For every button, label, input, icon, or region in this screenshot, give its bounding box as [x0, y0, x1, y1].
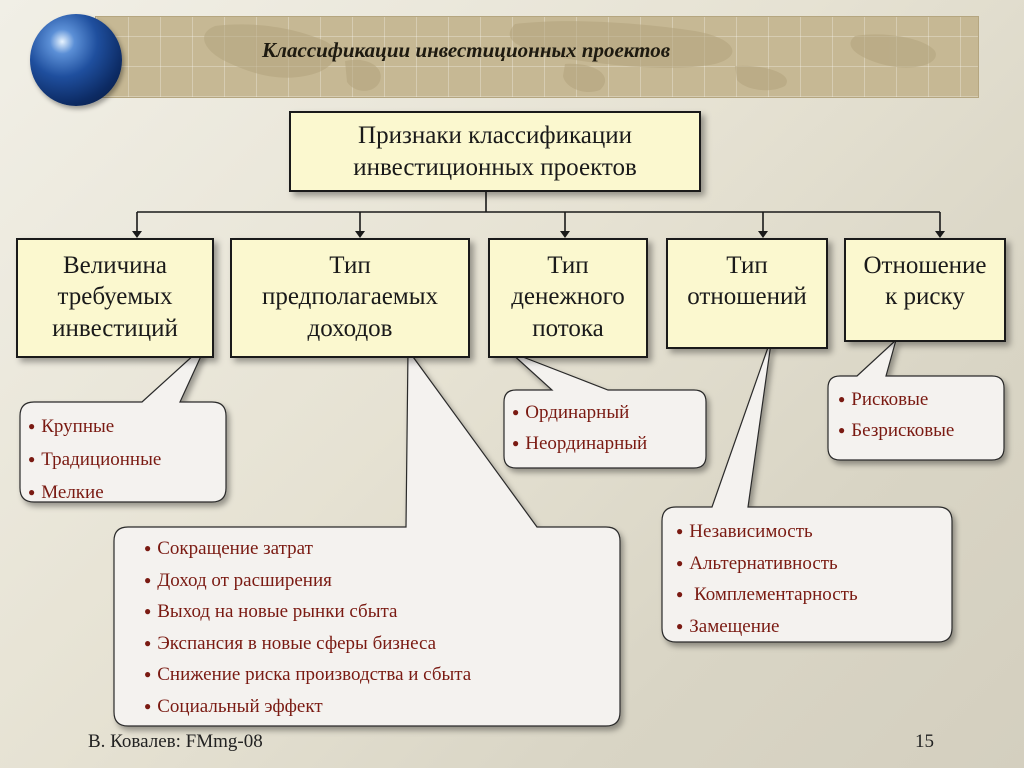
list-relationship-type: ●Независимость ●Альтернативность ● Компл… — [676, 517, 858, 643]
bullet-dot-icon: ● — [676, 524, 684, 538]
bullet-dot-icon: ● — [676, 587, 684, 601]
list-item: ●Неординарный — [512, 433, 648, 454]
bullet-dot-icon: ● — [144, 635, 152, 650]
list-risk: ●Рисковые ●Безрисковые — [838, 385, 954, 447]
page-number: 15 — [915, 731, 934, 752]
list-item: ● Комплементарность — [676, 584, 858, 605]
category-line: отношений — [687, 283, 807, 311]
list-investment-size: ●Крупные ●Традиционные ●Мелкие — [28, 411, 161, 510]
root-line-2: инвестиционных проектов — [353, 153, 637, 181]
list-item: ●Независимость — [676, 521, 813, 542]
list-item: ●Альтернативность — [676, 552, 838, 574]
root-node: Признаки классификации инвестиционных пр… — [289, 111, 701, 192]
category-line: к риску — [885, 283, 965, 311]
list-cash-flow: ●Ординарный ●Неординарный — [512, 398, 647, 460]
category-line: требуемых — [57, 283, 173, 311]
list-item: ●Выход на новые рынки сбыта — [144, 601, 398, 622]
category-line: Тип — [726, 252, 768, 279]
list-item: ●Сокращение затрат — [144, 538, 313, 559]
bullet-dot-icon: ● — [144, 572, 152, 587]
callout-risk — [827, 338, 1005, 461]
callout-cash-flow — [503, 351, 707, 469]
slide-title: Классификации инвестиционных проектов — [262, 38, 671, 62]
list-item: ●Экспансия в новые сферы бизнеса — [144, 632, 437, 654]
bullet-dot-icon: ● — [28, 419, 36, 433]
bullet-dot-icon: ● — [28, 485, 36, 499]
category-line: Тип — [329, 252, 371, 279]
bullet-dot-icon: ● — [28, 452, 36, 466]
list-item: ●Социальный эффект — [144, 695, 323, 717]
bullet-dot-icon: ● — [676, 618, 684, 633]
list-income-type: ●Сокращение затрат ●Доход от расширения … — [144, 534, 471, 723]
category-cash-flow: Тип денежного потока — [488, 238, 648, 358]
category-line: инвестиций — [52, 314, 178, 342]
bullet-dot-icon: ● — [144, 604, 152, 618]
list-item: ●Доход от расширения — [144, 569, 332, 591]
globe-icon — [30, 14, 122, 106]
bullet-dot-icon: ● — [512, 405, 520, 419]
list-item: ●Мелкие — [28, 482, 104, 503]
bullet-dot-icon: ● — [838, 423, 846, 437]
world-map-decoration — [204, 21, 936, 93]
list-item: ●Безрисковые — [838, 420, 955, 441]
bullet-dot-icon: ● — [144, 541, 152, 555]
category-income-type: Тип предполагаемых доходов — [230, 238, 470, 358]
list-item: ●Крупные — [28, 416, 115, 437]
category-investment-size: Величина требуемых инвестиций — [16, 238, 214, 358]
callout-relationship-type — [661, 335, 953, 643]
list-item: ●Замещение — [676, 615, 780, 637]
category-line: доходов — [307, 314, 393, 342]
footer-author: В. Ковалев: FMmg-08 — [88, 731, 263, 752]
category-line: денежного — [511, 283, 625, 311]
callout-income-type — [113, 348, 621, 727]
category-line: предполагаемых — [261, 283, 439, 311]
bullet-dot-icon: ● — [144, 667, 152, 681]
category-line: Величина — [62, 252, 168, 279]
category-line: Отношение — [863, 252, 987, 279]
list-item: ●Снижение риска производства и сбыта — [144, 664, 472, 685]
callout-investment-size — [19, 342, 227, 503]
category-line: потока — [532, 314, 604, 342]
category-line: Тип — [547, 252, 589, 279]
bullet-dot-icon: ● — [838, 392, 846, 406]
bullet-dot-icon: ● — [144, 698, 152, 713]
category-risk: Отношение к риску — [844, 238, 1006, 342]
category-relationship-type: Тип отношений — [666, 238, 828, 349]
list-item: ●Традиционные — [28, 449, 162, 470]
bullet-dot-icon: ● — [512, 436, 520, 450]
root-line-1: Признаки классификации — [358, 122, 632, 150]
list-item: ●Рисковые — [838, 389, 929, 410]
bullet-dot-icon: ● — [676, 555, 684, 570]
list-item: ●Ординарный — [512, 402, 630, 423]
